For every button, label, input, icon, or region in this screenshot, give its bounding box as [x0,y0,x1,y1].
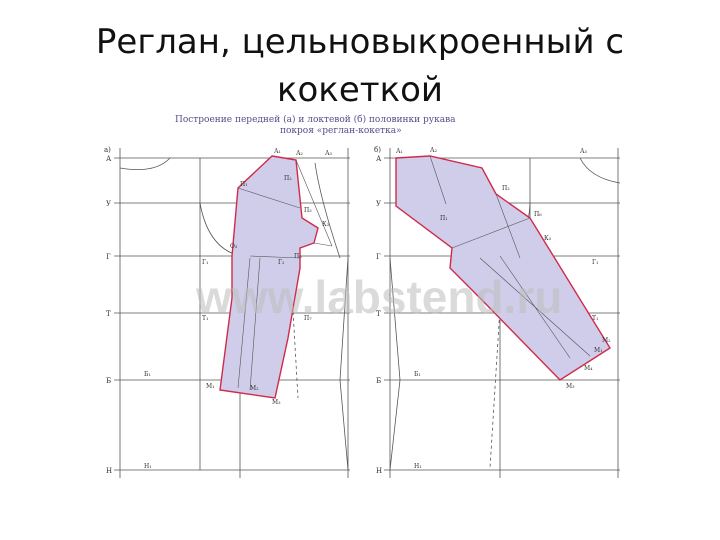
pt-a-9: О₃ [230,243,238,250]
pt-b-14: М₄ [584,365,593,372]
pt-b-6: К₃ [544,235,552,242]
pt-a-2: А₃ [325,150,333,157]
pt-b-11: М₁ [594,347,603,354]
side-label-a-4: Т [106,310,111,318]
pt-a-16: П₆ [294,253,302,260]
pt-b-0: А₁ [396,148,403,155]
pt-b-9: Б₁ [414,371,421,378]
pt-a-11: Б₁ [144,371,151,378]
pt-a-5: П₃ [304,207,312,214]
pt-a-8: Г₂ [278,259,285,266]
pt-a-14: М₂ [250,385,259,392]
pt-b-13: М₃ [566,383,575,390]
figure-caption-line-2: покроя «реглан-кокетка» [280,126,402,136]
panel-a-label: а) [104,146,111,154]
side-label-b-5: Б [376,377,381,385]
pt-b-4: П₂ [502,185,510,192]
side-label-b-4: Т [376,310,381,318]
pt-b-12: М₂ [602,337,611,344]
pt-a-7: Г₁ [202,259,208,266]
pt-b-2: А₃ [580,148,588,155]
panel-b-inner-lines [429,155,591,359]
pt-a-0: А₁ [274,148,281,155]
pt-a-6: К₃ [322,221,330,228]
side-label-a-2: У [106,200,111,208]
pt-a-15: М₃ [272,399,281,406]
pt-b-1: А₂ [430,147,438,154]
pt-b-3: П₁ [440,215,448,222]
slide-title: Реглан, цельновыкроенный с кокеткой [0,18,720,114]
side-label-a-5: Б [106,377,111,385]
pt-a-3: П₁ [240,181,248,188]
side-label-b-6: Н [376,467,382,475]
panel-a-sleeve-piece [219,155,319,399]
pt-b-8: Т₁ [592,315,598,322]
pt-a-1: А₂ [296,150,304,157]
side-label-b-3: Г [376,253,381,261]
panel-b-label: б) [374,146,381,154]
panel-b-sleeve-piece [395,155,611,381]
pt-a-12: Н₁ [144,463,152,470]
pt-a-13: М₁ [206,383,215,390]
title-line-1: Реглан, цельновыкроенный с [95,22,625,62]
figure-caption-line-1: Построение передней (а) и локтевой (б) п… [175,114,456,125]
side-label-a-3: Г [106,253,111,261]
side-label-b-1: А [376,155,382,163]
pt-a-4: П₂ [284,175,292,182]
pt-a-17: П₇ [304,315,312,322]
pt-b-5: П₆ [534,211,542,218]
side-label-b-2: У [376,200,381,208]
side-label-a-6: Н [106,467,112,475]
pt-b-7: Г₁ [592,259,598,266]
pt-a-10: Т₁ [202,315,208,322]
watermark: www.labstend.ru [195,271,562,323]
panel-a-inner-lines [237,159,333,391]
pt-b-10: Н₁ [414,463,422,470]
side-label-a-1: А [106,155,112,163]
title-line-2: кокеткой [276,70,444,110]
pattern-drawing: Построение передней (а) и локтевой (б) п… [100,108,630,493]
pattern-drawing-svg: Построение передней (а) и локтевой (б) п… [104,114,621,478]
